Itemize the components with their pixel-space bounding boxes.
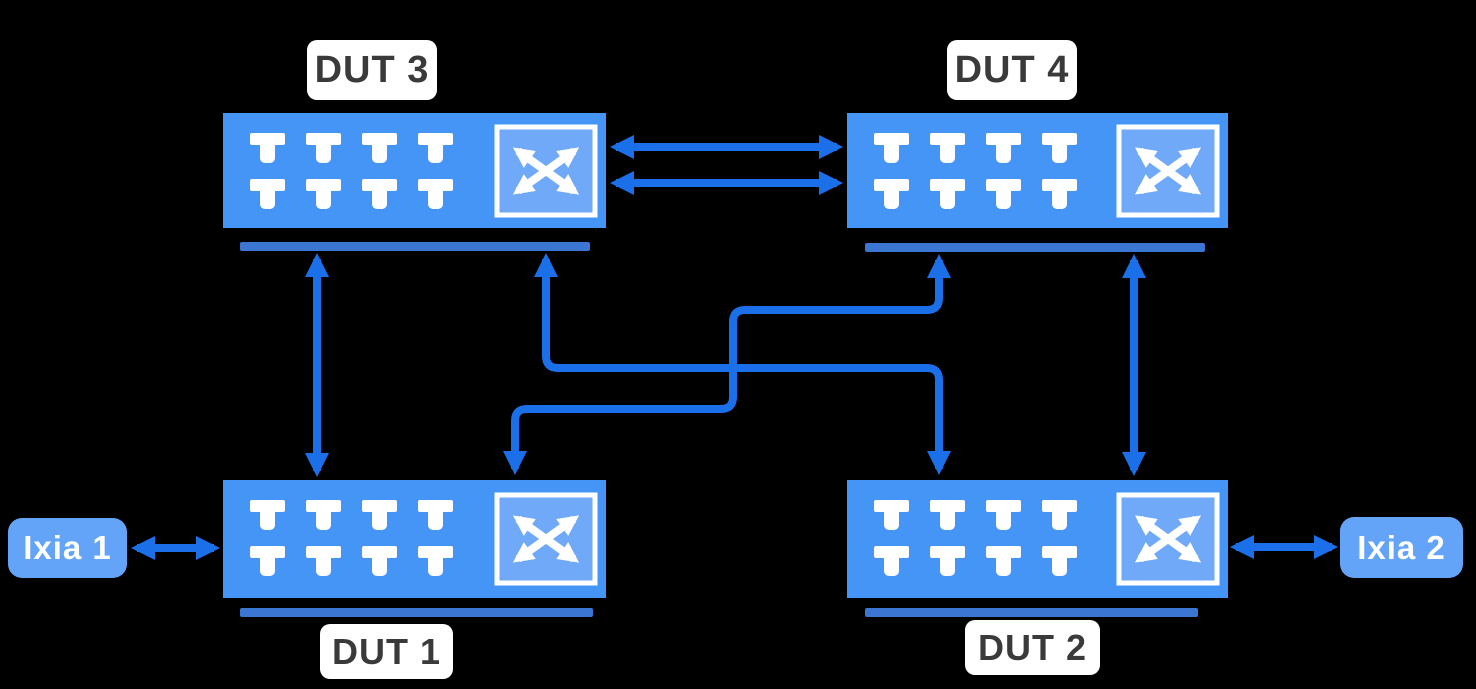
ethernet-port-icon [418,546,453,576]
ethernet-port-icon [986,546,1021,576]
switch-crossbar-icon [1116,124,1220,217]
ethernet-port-icon [930,500,965,530]
label-dut2-text: DUT 2 [977,626,1087,668]
label-ixia1-text: Ixia 1 [23,529,112,566]
ethernet-port-icon [250,500,285,530]
ethernet-port-icon [874,133,909,163]
node-dut1 [223,480,606,598]
switch-crossbar-icon [494,124,598,217]
link-dut3-dut2-crossover-arrow [534,253,951,475]
label-dut3-text: DUT 3 [314,48,430,91]
switch-crossbar-icon [1116,492,1220,586]
ethernet-port-icon [362,500,397,530]
ethernet-port-icon [930,179,965,209]
node-ixia1: Ixia 1 [8,518,127,578]
ethernet-port-icon [1042,546,1077,576]
ethernet-port-icon [362,546,397,576]
ethernet-port-icon [250,179,285,209]
label-dut4-text: DUT 4 [954,48,1070,91]
ethernet-port-icon [874,179,909,209]
label-ixia2-text: Ixia 2 [1357,528,1446,566]
port-group [874,133,1077,209]
ethernet-port-icon [986,133,1021,163]
port-group [874,500,1077,576]
label-dut1-text: DUT 1 [331,630,441,672]
ethernet-port-icon [874,546,909,576]
ethernet-port-icon [418,179,453,209]
shadow-bar-dut1 [240,608,593,617]
ethernet-port-icon [306,500,341,530]
ethernet-port-icon [362,133,397,163]
node-dut3 [223,113,606,228]
node-ixia2: Ixia 2 [1340,517,1463,578]
ethernet-port-icon [1042,179,1077,209]
ethernet-port-icon [874,500,909,530]
ethernet-port-icon [306,133,341,163]
ethernet-port-icon [986,179,1021,209]
ethernet-port-icon [306,546,341,576]
label-dut1: DUT 1 [320,624,453,679]
ethernet-port-icon [418,133,453,163]
ethernet-port-icon [306,179,341,209]
link-dut4-dut1-crossover-arrow [503,254,951,475]
label-dut4: DUT 4 [947,40,1077,100]
ethernet-port-icon [250,546,285,576]
ethernet-port-icon [930,546,965,576]
port-group [250,133,453,209]
label-dut3: DUT 3 [307,40,437,100]
shadow-bar-dut4 [865,243,1205,252]
label-dut2: DUT 2 [965,620,1100,675]
ethernet-port-icon [418,500,453,530]
port-group [250,500,453,576]
ethernet-port-icon [1042,133,1077,163]
ethernet-port-icon [362,179,397,209]
shadow-bar-dut2 [865,608,1198,617]
node-dut4 [847,113,1228,228]
ethernet-port-icon [1042,500,1077,530]
ethernet-port-icon [250,133,285,163]
ethernet-port-icon [930,133,965,163]
node-dut2 [847,480,1228,598]
shadow-bar-dut3 [240,242,590,251]
ethernet-port-icon [986,500,1021,530]
switch-crossbar-icon [494,492,598,586]
